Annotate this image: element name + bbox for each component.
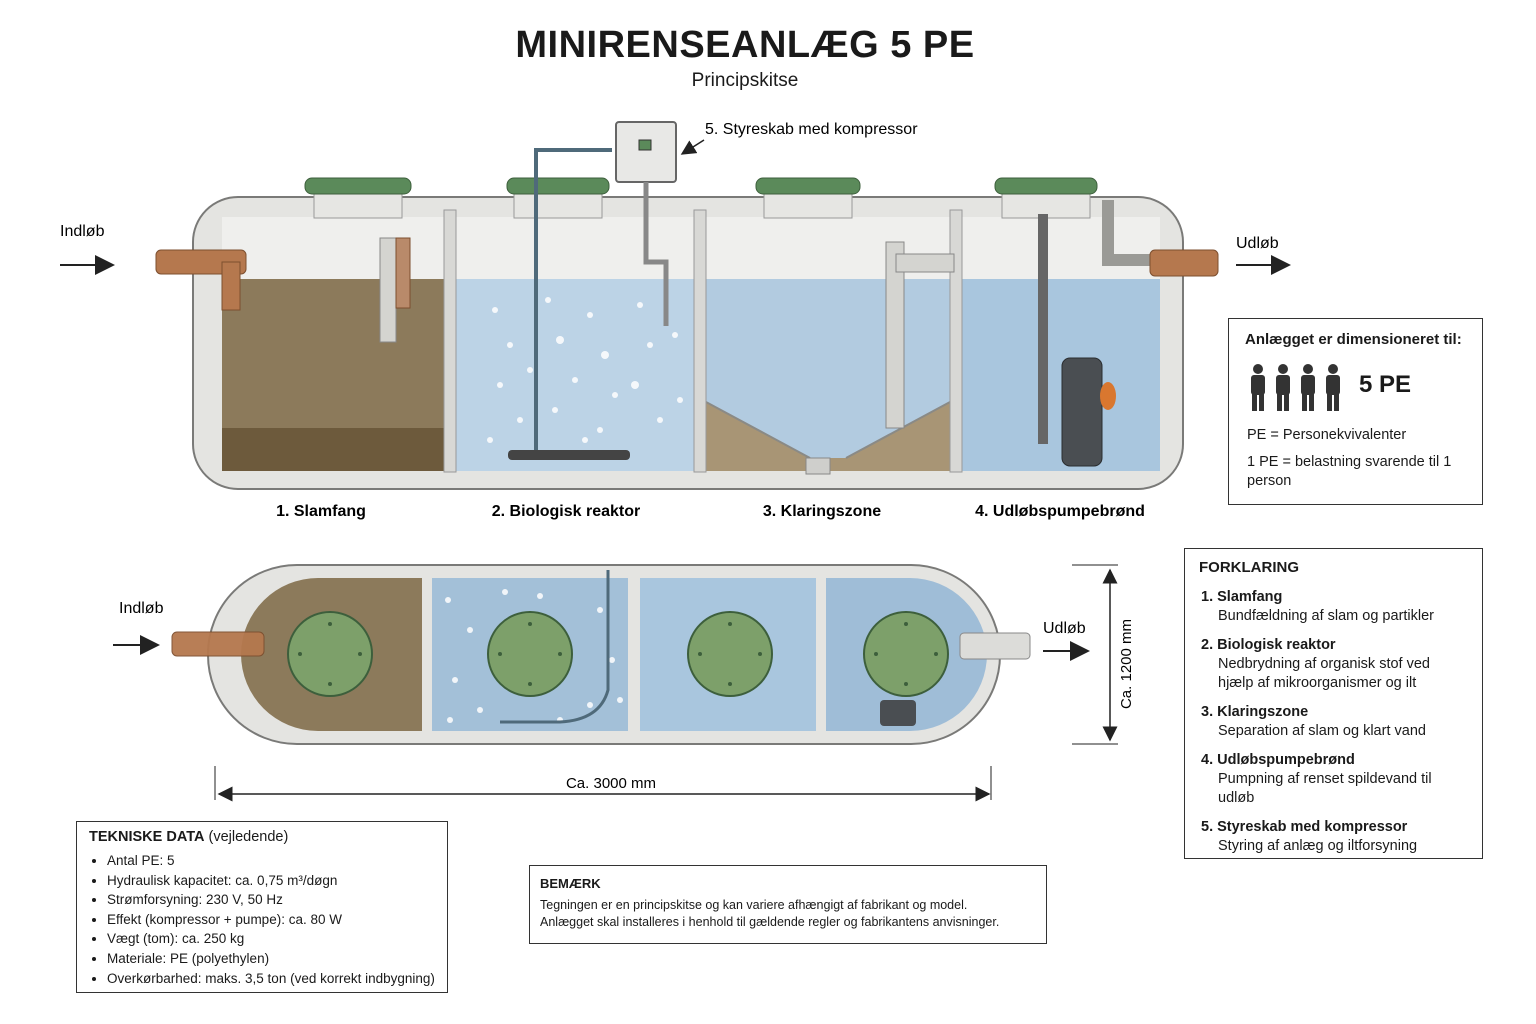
length-label: Ca. 3000 mm [566,775,656,792]
plan-outlet-pipe [959,632,1031,660]
tech-item: Hydraulisk kapacitet: ca. 0,75 m³/døgn [107,871,435,891]
manhole-domes [304,177,1098,219]
aeration-diffuser [508,450,630,460]
note-line-2: Anlægget skal installeres i henhold til … [540,915,1000,929]
tech-list: Antal PE: 5 Hydraulisk kapacitet: ca. 0,… [89,851,435,988]
plan-lid-bolts [298,622,938,686]
note-line-1: Tegningen er en principskitse og kan var… [540,898,968,912]
legend-item: 2. Biologisk reaktor Nedbrydning af orga… [1201,636,1468,693]
section-inlet-label: Indløb [60,223,105,240]
legend-item-desc: Pumpning af renset spildevand til udløb [1218,771,1432,806]
pe-definition: PE = Personekvivalenter [1247,427,1407,443]
legend-item: 5. Styreskab med kompressor Styring af a… [1201,818,1468,856]
transfer-pipe-3 [885,241,905,429]
page-title: MINIRENSEANLÆG 5 PE [515,24,975,66]
person-icon [1251,364,1265,411]
cabinet-pipe [643,182,669,326]
tech-item: Antal PE: 5 [107,851,435,871]
chamber-2-air [456,217,694,279]
chamber-label-1: 1. Slamfang [276,503,366,520]
tech-item: Effekt (kompressor + pumpe): ca. 80 W [107,910,435,930]
legend-item-name: 2. Biologisk reaktor [1201,637,1336,653]
tech-item: Vægt (tom): ca. 250 kg [107,929,435,949]
control-cabinet [615,121,677,183]
plan-lids [287,611,949,697]
chamber-label-2: 2. Biologisk reaktor [492,503,641,520]
pump-discharge [1102,200,1160,266]
transfer-pipe-1 [379,237,397,343]
plan-view: Indløb Udløb Ca. 3000 mm Ca. 1200 mm [113,564,1135,802]
tech-data-box: TEKNISKE DATA (vejledende) Antal PE: 5 H… [76,821,448,993]
transfer-pipe-1-elbow [395,237,411,309]
tech-heading: TEKNISKE DATA (vejledende) [89,829,435,845]
page-subtitle: Principskitse [691,70,799,91]
capacity-heading: Anlægget er dimensioneret til: [1245,331,1462,348]
capacity-box: Anlægget er dimensioneret til: 5 PE PE =… [1228,318,1483,505]
pump-riser [1038,214,1048,444]
tech-item: Strømforsyning: 230 V, 50 Hz [107,890,435,910]
partition-wall-1 [443,209,457,473]
plan-air-bubbles [445,589,623,723]
width-label: Ca. 1200 mm [1118,619,1135,709]
plan-outlet-label: Udløb [1043,620,1086,637]
plan-inlet-pipe [171,631,265,657]
person-icons [1251,364,1340,411]
legend-item: 3. Klaringszone Separation af slam og kl… [1201,703,1468,741]
chamber-3-cone-sludge [706,402,950,471]
pe-value: 5 PE [1359,371,1412,398]
chamber-1-air [222,217,444,279]
chamber-4-air [962,217,1160,279]
section-outlet-label: Udløb [1236,235,1279,252]
air-pipe [534,148,612,450]
air-bubbles [487,297,683,443]
chamber-label-3: 3. Klaringszone [763,503,881,520]
legend-item-name: 5. Styreskab med kompressor [1201,819,1408,835]
plan-inlet-label: Indløb [119,600,164,617]
tech-heading-bold: TEKNISKE DATA [89,829,205,845]
legend-item-name: 4. Udløbspumpebrønd [1201,752,1355,768]
person-icon [1276,364,1290,411]
submersible-pump [1061,357,1103,467]
legend-item-name: 1. Slamfang [1201,589,1283,605]
chamber-3-outlet [805,457,831,475]
legend-box: FORKLARING 1. Slamfang Bundfældning af s… [1184,548,1483,859]
legend-item-desc: Bundfældning af slam og partikler [1218,608,1435,624]
chamber-3-cone [705,401,951,459]
note-heading: BEMÆRK [540,876,601,891]
note-box: BEMÆRK Tegningen er en principskitse og … [529,865,1047,944]
legend-item: 4. Udløbspumpebrønd Pumpning af renset s… [1201,751,1468,808]
partition-wall-3 [949,209,963,473]
legend-item-desc: Separation af slam og klart vand [1218,723,1426,739]
control-cabinet-indicator [638,139,652,151]
plan-pump [880,700,916,726]
chamber-label-4: 4. Udløbspumpebrønd [975,503,1145,520]
tech-item: Materiale: PE (polyethylen) [107,949,435,969]
pe-load-text: 1 PE = belastning svarende til 1 person [1247,454,1452,489]
legend-item-name: 3. Klaringszone [1201,704,1309,720]
control-arrow [680,139,705,155]
person-icon [1301,364,1315,411]
plan-air-pipe [500,570,610,724]
legend-item-desc: Styring af anlæg og iltforsyning [1218,838,1418,854]
legend-heading: FORKLARING [1199,559,1299,576]
transfer-pipe-3-elbow [895,253,955,273]
legend-item-desc: Nedbrydning af organisk stof ved hjælp a… [1218,656,1430,691]
legend-item: 1. Slamfang Bundfældning af slam og part… [1201,588,1468,626]
person-icon [1326,364,1340,411]
tech-item: Overkørbarhed: maks. 3,5 ton (ved korrek… [107,969,435,989]
tech-heading-normal: (vejledende) [208,829,289,845]
chamber-4-water [962,279,1160,471]
outlet-pipe [1149,249,1219,277]
inlet-pipe-down [221,261,241,311]
float-switch [1100,382,1116,410]
chamber-1-bottom [222,428,444,471]
section-view: Indløb Udløb 5. Styreskab med kompressor… [60,121,1291,520]
partition-wall-2 [693,209,707,473]
control-cabinet-label: 5. Styreskab med kompressor [705,121,918,138]
